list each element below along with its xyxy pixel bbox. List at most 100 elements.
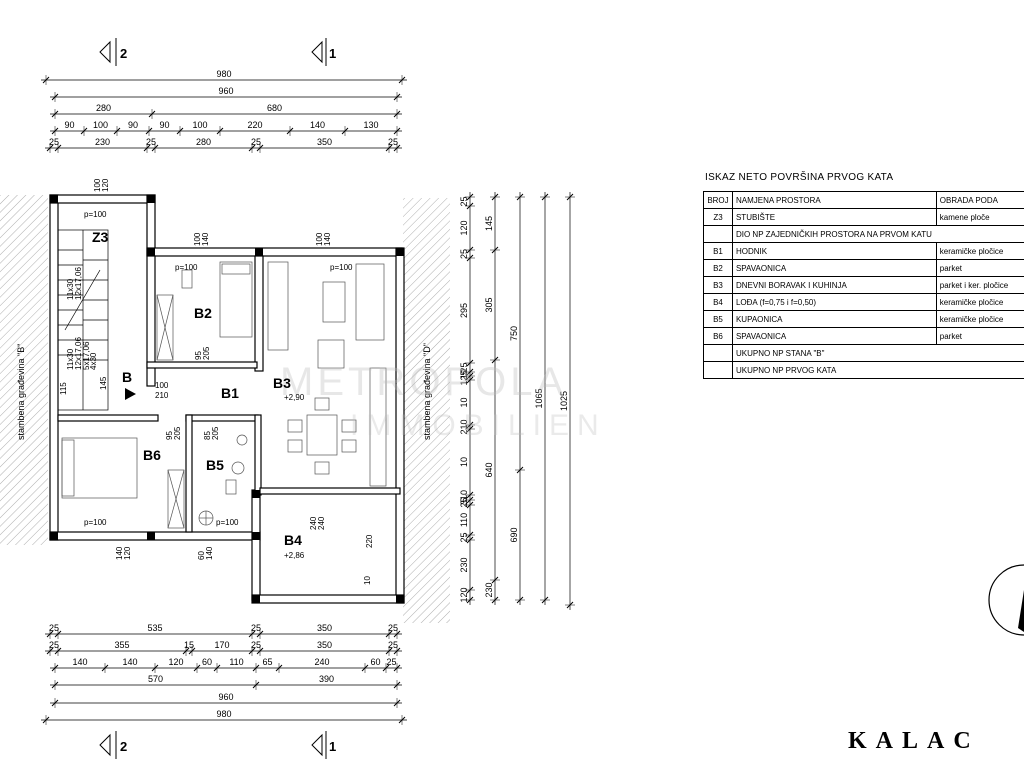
dimension-right-major: 690	[509, 527, 519, 542]
dimension-right-mid: 145	[484, 216, 494, 231]
dimension-top-walls: 280	[196, 137, 211, 147]
svg-text:220: 220	[365, 534, 374, 548]
dimension-bottom-openings: 60	[370, 657, 380, 667]
svg-text:2: 2	[120, 739, 127, 754]
svg-text:240: 240	[309, 516, 318, 530]
dimension-right-detail: 210	[459, 419, 469, 434]
svg-text:+2,86: +2,86	[284, 551, 305, 560]
svg-text:205: 205	[202, 346, 211, 360]
room-z3-label: Z3	[92, 229, 109, 245]
annotations: p=100 p=100 p=100 p=100 p=100 +2,90 +2,8…	[59, 178, 374, 585]
svg-text:p=100: p=100	[84, 210, 107, 219]
dimension-top-walls: 25	[49, 137, 59, 147]
dimension-top-openings: 90	[159, 120, 169, 130]
dimension-bottom-inner: 350	[317, 640, 332, 650]
dimension-right-detail: 10	[459, 397, 469, 407]
room-b5-label: B5	[206, 457, 224, 473]
dimension-bottom-openings: 65	[262, 657, 272, 667]
watermark-line-2: IMMOBILIEN	[350, 409, 607, 442]
svg-text:11x30: 11x30	[66, 278, 75, 300]
header-namjena: NAMJENA PROSTORA	[731, 191, 937, 209]
dimension-bottom-walls: 25	[251, 623, 261, 633]
svg-text:100: 100	[315, 232, 324, 246]
dimension-bottom-openings: 140	[72, 657, 87, 667]
dimension-top-openings: 100	[93, 120, 108, 130]
dimension-bottom-openings: 60	[202, 657, 212, 667]
svg-text:1: 1	[329, 46, 336, 61]
dimension-bottom-walls: 25	[49, 623, 59, 633]
svg-text:4x30: 4x30	[89, 352, 98, 370]
dimension-top-openings: 140	[310, 120, 325, 130]
table-cell-broj: B2	[703, 259, 733, 277]
svg-text:210: 210	[155, 391, 169, 400]
svg-text:60: 60	[197, 551, 206, 560]
dimension-right-detail: 230	[459, 557, 469, 572]
dimension-bottom-inner: 25	[49, 640, 59, 650]
svg-text:5x17,06: 5x17,06	[82, 341, 91, 370]
svg-text:240: 240	[317, 516, 326, 530]
table-cell-namjena: HODNIK	[731, 242, 937, 260]
walls	[49, 194, 405, 604]
table-cell-empty	[703, 361, 733, 379]
dimension-right-detail: 295	[459, 303, 469, 318]
room-b6-label: B6	[143, 447, 161, 463]
svg-text:100: 100	[155, 381, 169, 390]
svg-text:205: 205	[173, 426, 182, 440]
dimension-right-mid: 230	[484, 582, 494, 597]
svg-text:p=100: p=100	[330, 263, 353, 272]
table-cell-obrada: keramičke pločice	[935, 293, 1024, 311]
table-row: DIO NP ZAJEDNIČKIH PROSTORA NA PRVOM KAT…	[703, 225, 1024, 243]
dimension-bottom-inner: 170	[214, 640, 229, 650]
neighbor-right-label: stambena građevina "D"	[422, 343, 432, 440]
dimension-top-openings: 90	[128, 120, 138, 130]
north-arrow-partial	[988, 564, 1024, 636]
table-cell-broj: B4	[703, 293, 733, 311]
dimension-top-split: 280	[96, 103, 111, 113]
room-b1-label: B1	[221, 385, 239, 401]
dimension-bottom-openings: 240	[314, 657, 329, 667]
dimension-right-mid: 305	[484, 297, 494, 312]
table-cell-namjena: KUPAONICA	[731, 310, 937, 328]
svg-text:120: 120	[123, 546, 132, 560]
dimension-top-openings: 90	[64, 120, 74, 130]
room-b4-label: B4	[284, 532, 302, 548]
svg-text:+2,90: +2,90	[284, 393, 305, 402]
dimension-right-major: 750	[509, 326, 519, 341]
svg-text:115: 115	[59, 382, 68, 395]
svg-text:205: 205	[211, 426, 220, 440]
dimension-bottom-openings: 120	[168, 657, 183, 667]
table-cell-namjena: STUBIŠTE	[731, 208, 937, 226]
neighbor-building-left	[0, 195, 48, 545]
table-cell-broj: B1	[703, 242, 733, 260]
dimension-top-walls: 25	[388, 137, 398, 147]
dimension-top-openings: 220	[247, 120, 262, 130]
table-title: ISKAZ NETO POVRŠINA PRVOG KATA	[705, 172, 894, 183]
dimension-bottom-inner: 15	[184, 640, 194, 650]
dimension-bottom-walls: 535	[147, 623, 162, 633]
svg-text:140: 140	[115, 546, 124, 560]
table-cell-namjena: DIO NP ZAJEDNIČKIH PROSTORA NA PRVOM KAT…	[731, 225, 1024, 243]
dimension-right-detail: 310	[459, 490, 469, 505]
table-cell-obrada: parket	[935, 259, 1024, 277]
dimension-top-openings: 100	[192, 120, 207, 130]
dimension-right-detail: 120	[459, 587, 469, 602]
table-cell-broj: B5	[703, 310, 733, 328]
table-row: UKUPNO NP PRVOG KATA	[703, 361, 1024, 379]
svg-text:p=100: p=100	[84, 518, 107, 527]
svg-text:p=100: p=100	[216, 518, 239, 527]
section-marker-top-left: 2	[99, 38, 127, 66]
table-cell-obrada: parket	[935, 327, 1024, 345]
dimension-bottom-split: 570	[148, 674, 163, 684]
dimension-right-detail: 25	[459, 362, 469, 372]
dimension-bottom-overall: 980	[216, 709, 231, 719]
dimension-top-inner: 960	[218, 86, 233, 96]
